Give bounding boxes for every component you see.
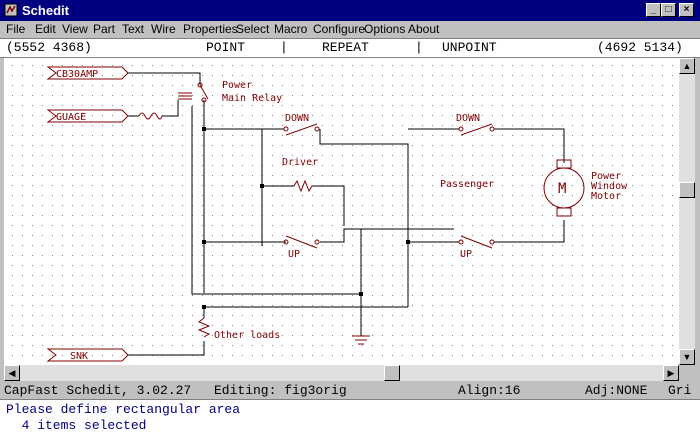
vertical-scrollbar[interactable]: ▲ ▼ (679, 58, 695, 365)
passenger-up-label: UP (460, 249, 472, 260)
guage-resistor (138, 112, 163, 120)
message-line-1: Please define rectangular area (6, 402, 241, 417)
passenger-down-label: DOWN (456, 113, 480, 124)
horizontal-scroll-thumb[interactable] (384, 365, 400, 381)
unpoint-button[interactable]: UNPOINT (442, 40, 497, 55)
cursor-coords-right: (4692 5134) (597, 40, 683, 55)
status-editing: Editing: fig3orig (214, 383, 347, 398)
maximize-icon: □ (665, 4, 672, 15)
maximize-button[interactable]: □ (661, 3, 676, 17)
command-bar: (5552 4368) POINT | REPEAT | UNPOINT (46… (0, 38, 700, 58)
schematic-parts (46, 66, 585, 362)
title-bar: Schedit _ □ × (0, 0, 700, 21)
scroll-right-button[interactable]: ▶ (663, 365, 679, 381)
port-cb30amp[interactable]: CB30AMP (56, 69, 98, 80)
arrow-down-icon: ▼ (682, 352, 692, 362)
junction-dots (202, 127, 410, 309)
menu-bar: File Edit View Part Text Wire Properties… (0, 21, 700, 38)
relay-label-line1: Power (222, 80, 252, 91)
menu-about[interactable]: About (408, 22, 440, 36)
menu-file[interactable]: File (6, 22, 26, 36)
message-line-2: 4 items selected (6, 418, 147, 433)
other-loads-label: Other loads (214, 330, 280, 341)
menu-view[interactable]: View (62, 22, 88, 36)
other-loads-resistor (197, 317, 211, 338)
separator: | (415, 40, 423, 55)
arrow-left-icon: ◀ (8, 368, 16, 378)
close-icon: × (683, 4, 690, 15)
motor-label-line3: Motor (591, 191, 621, 202)
menu-edit[interactable]: Edit (35, 22, 56, 36)
menu-options[interactable]: Options (364, 22, 406, 36)
relay-label-line2: Main Relay (222, 93, 282, 104)
motor-symbol: M (558, 181, 566, 197)
status-grid: Gri (668, 383, 692, 398)
cursor-coords-left: (5552 4368) (6, 40, 92, 55)
grid-dots (4, 58, 679, 365)
schematic-canvas[interactable]: CB30AMP GUAGE SNK Power Main Relay DOWN … (4, 58, 679, 365)
schematic-drawing: CB30AMP GUAGE SNK Power Main Relay DOWN … (4, 58, 679, 365)
port-guage[interactable]: GUAGE (56, 112, 86, 123)
separator: | (280, 40, 288, 55)
menu-text[interactable]: Text (122, 22, 145, 36)
repeat-button[interactable]: REPEAT (322, 40, 369, 55)
driver-down-label: DOWN (285, 113, 309, 124)
menu-configure[interactable]: Configure (313, 22, 366, 36)
driver-label: Driver (282, 157, 318, 168)
menu-macro[interactable]: Macro (274, 22, 308, 36)
motor-label-line2: Window (591, 181, 628, 192)
horizontal-scrollbar[interactable]: ◀ ▶ (4, 365, 679, 381)
point-button[interactable]: POINT (206, 40, 246, 55)
scroll-down-button[interactable]: ▼ (679, 349, 695, 365)
app-icon (4, 3, 18, 17)
minimize-button[interactable]: _ (646, 3, 661, 17)
port-snk-shape (46, 348, 129, 362)
menu-part[interactable]: Part (93, 22, 116, 36)
status-bar: CapFast Schedit, 3.02.27 Editing: fig3or… (0, 381, 700, 399)
vertical-scroll-thumb[interactable] (679, 182, 695, 198)
scroll-corner (679, 365, 695, 381)
motor-label-line1: Power (591, 171, 621, 182)
port-snk[interactable]: SNK (70, 351, 88, 362)
arrow-up-icon: ▲ (682, 61, 692, 71)
status-align: Align:16 (458, 383, 521, 398)
port-guage-shape (46, 109, 129, 123)
ground-symbol (352, 335, 370, 345)
scroll-left-button[interactable]: ◀ (4, 365, 20, 381)
status-adj: Adj:NONE (585, 383, 648, 398)
port-cb30amp-shape (46, 66, 129, 80)
passenger-label: Passenger (440, 179, 494, 190)
schematic-labels: CB30AMP GUAGE SNK Power Main Relay DOWN … (56, 69, 628, 362)
message-area: Please define rectangular area 4 items s… (0, 399, 700, 441)
driver-resistor (293, 179, 314, 193)
status-app: CapFast Schedit, 3.02.27 (4, 383, 192, 398)
relay-contact (199, 84, 209, 100)
arrow-right-icon: ▶ (667, 368, 675, 378)
menu-properties[interactable]: Properties (183, 22, 238, 36)
driver-up-label: UP (288, 249, 300, 260)
menu-select[interactable]: Select (236, 22, 270, 36)
menu-wire[interactable]: Wire (151, 22, 176, 36)
relay-coil (178, 92, 192, 100)
minimize-icon: _ (650, 4, 657, 15)
scroll-up-button[interactable]: ▲ (679, 58, 695, 74)
wires (128, 72, 565, 356)
close-button[interactable]: × (679, 3, 694, 17)
window-title: Schedit (22, 3, 69, 18)
